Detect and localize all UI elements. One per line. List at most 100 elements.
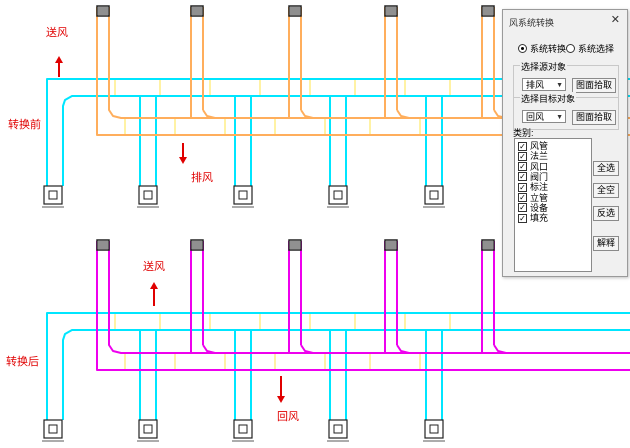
chevron-down-icon: ▼ [556,82,563,89]
checkbox-icon: ✓ [518,203,527,213]
dialog-title: 风系统转换 [509,18,555,28]
category-item-label: 法兰 [530,151,549,162]
source-system-select[interactable]: 排风 ▼ [522,78,566,91]
diffuser-core [333,424,343,434]
diffuser-core [238,424,248,434]
secondary-main-duct-inner [108,7,630,119]
diffuser-icon [328,185,348,205]
supply-up-arrow-bottom [150,282,158,306]
secondary-elbow [493,344,507,354]
diffuser-icon [138,419,158,439]
grille-icon [481,5,495,17]
category-item-label: 阀门 [530,171,549,182]
diffuser-core [48,424,58,434]
before-conversion-view [42,5,630,208]
grille-icon [384,5,398,17]
checkbox-icon: ✓ [518,193,527,202]
category-list[interactable]: ✓风管✓法兰✓风口✓阀门✓标注✓立管✓设备✓填充 [514,138,592,272]
diffuser-core [143,190,153,200]
category-item-label: 立管 [530,192,549,203]
exhaust-down-arrow [179,143,187,164]
radio-unselected-icon [566,44,575,53]
category-item[interactable]: ✓立管 [518,193,548,203]
supply-main-duct-outer [46,312,630,420]
arrow-head [179,157,187,164]
grille-icon [288,239,302,251]
diffuser-core [238,190,248,200]
category-item[interactable]: ✓风口 [518,162,548,172]
grille-icon [481,239,495,251]
source-pick-button[interactable]: 图面拾取 [572,78,616,93]
return-down-arrow [277,376,285,403]
diffuser-icon [328,419,348,439]
secondary-elbow [202,109,216,119]
secondary-elbow [300,344,314,354]
checkbox-icon: ✓ [518,151,527,161]
category-item-label: 风口 [530,161,549,172]
category-item-label: 设备 [530,202,549,213]
radio-system-convert-label: 系统转换 [530,44,567,54]
radio-system-select-label: 系统选择 [578,44,615,54]
chevron-down-icon: ▼ [556,114,563,121]
explain-button[interactable]: 解释 [593,236,619,251]
diffuser-core [429,424,439,434]
supply-air-label-bottom: 送风 [143,261,165,273]
category-item[interactable]: ✓法兰 [518,151,548,161]
exhaust-air-label: 排风 [191,172,213,184]
target-group-caption: 选择目标对象 [520,92,577,105]
diffuser-icon [43,419,63,439]
grille-icon [190,239,204,251]
diffuser-icon [424,185,444,205]
select-all-button[interactable]: 全选 [593,161,619,176]
category-item-label: 风管 [530,141,549,151]
arrow-head [150,282,158,289]
category-label: 类别: [513,128,534,138]
category-item[interactable]: ✓风管 [518,141,548,151]
secondary-main-duct-inner [108,241,630,354]
secondary-main-duct-outer [96,241,630,371]
secondary-main-duct-outer [96,7,630,136]
diffuser-core [48,190,58,200]
diffuser-core [333,190,343,200]
supply-air-label-top: 送风 [46,27,68,39]
target-object-group: 选择目标对象 回风 ▼ 图面拾取 [513,92,619,130]
category-item-label: 标注 [530,182,549,193]
secondary-elbow [396,109,410,119]
grille-icon [384,239,398,251]
diffuser-icon [43,185,63,205]
before-conversion-label: 转换前 [8,119,41,131]
clear-all-button[interactable]: 全空 [593,183,619,198]
secondary-elbow [396,344,410,354]
diffuser-core [429,190,439,200]
category-item-label: 填充 [530,213,549,224]
target-select-value: 回风 [526,112,545,122]
checkbox-icon: ✓ [518,141,527,151]
category-item[interactable]: ✓阀门 [518,172,548,182]
category-item[interactable]: ✓填充 [518,213,548,223]
arrow-head [277,396,285,403]
target-system-select[interactable]: 回风 ▼ [522,110,566,123]
diffuser-core [143,424,153,434]
diffuser-icon [424,419,444,439]
invert-selection-button[interactable]: 反选 [593,206,619,221]
category-item[interactable]: ✓标注 [518,182,548,192]
air-system-convert-dialog: 风系统转换 ✕ 系统转换 系统选择 选择源对象 排风 ▼ 图面拾取 选择目标对象… [502,9,628,277]
secondary-elbow [300,109,314,119]
radio-system-select[interactable]: 系统选择 [566,42,614,55]
supply-main-duct-inner [62,329,630,420]
diffuser-icon [138,185,158,205]
checkbox-icon: ✓ [518,182,527,192]
grille-icon [96,5,110,17]
return-air-label: 回风 [277,411,299,423]
close-icon[interactable]: ✕ [610,14,620,26]
radio-system-convert[interactable]: 系统转换 [518,42,566,55]
after-conversion-label: 转换后 [6,356,39,368]
checkbox-icon: ✓ [518,213,527,223]
category-item[interactable]: ✓设备 [518,203,548,213]
target-pick-button[interactable]: 图面拾取 [572,110,616,125]
checkbox-icon: ✓ [518,162,527,172]
diffuser-icon [233,185,253,205]
after-conversion-view [42,239,630,442]
source-group-caption: 选择源对象 [520,60,568,73]
